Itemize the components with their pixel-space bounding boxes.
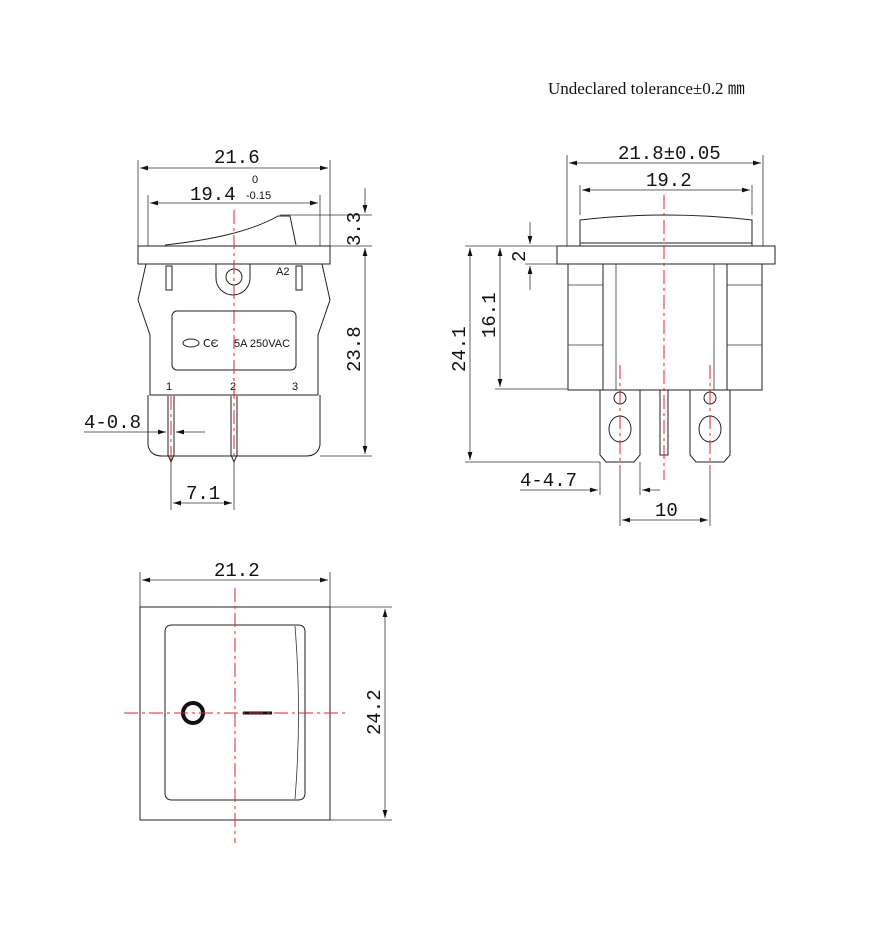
dim-24-1: 24.1 [449,326,471,372]
dim-4-0-8: 4-0.8 [84,412,141,434]
side-view: 21.8±0.05 19.2 24.1 16.1 2 [449,143,776,526]
dim-10: 10 [655,500,678,522]
top-view: 21.2 24.2 [124,560,392,843]
dim-16-1: 16.1 [479,292,501,338]
tol-lower: -0.15 [246,190,271,202]
rating-label: 5A 250VAC [234,338,290,350]
dim-24-2: 24.2 [364,689,386,735]
dim-19-2: 19.2 [646,170,692,192]
dim-21-2: 21.2 [214,560,260,582]
dim-21-8: 21.8±0.05 [618,143,721,165]
front-view: 21.6 19.4 0 -0.15 A2 ⅭЄ 5A 250VAC 1 2 3 … [84,147,372,510]
marking-a2: A2 [276,266,289,278]
pin-1-label: 1 [166,381,172,393]
dim-23-8: 23.8 [344,326,366,372]
dim-21-6: 21.6 [214,147,260,169]
pin-2-label: 2 [230,381,236,393]
pin-3-label: 3 [292,381,298,393]
dim-4-4-7: 4-4.7 [520,470,577,492]
dim-3-3: 3.3 [344,212,366,246]
ce-mark: ⅭЄ [203,338,219,350]
dim-2: 2 [509,251,531,262]
tol-upper: 0 [252,174,258,186]
dim-19-4: 19.4 [190,184,236,206]
dim-7-1: 7.1 [186,483,220,505]
tolerance-note: Undeclared tolerance±0.2 ㎜ [548,79,745,98]
